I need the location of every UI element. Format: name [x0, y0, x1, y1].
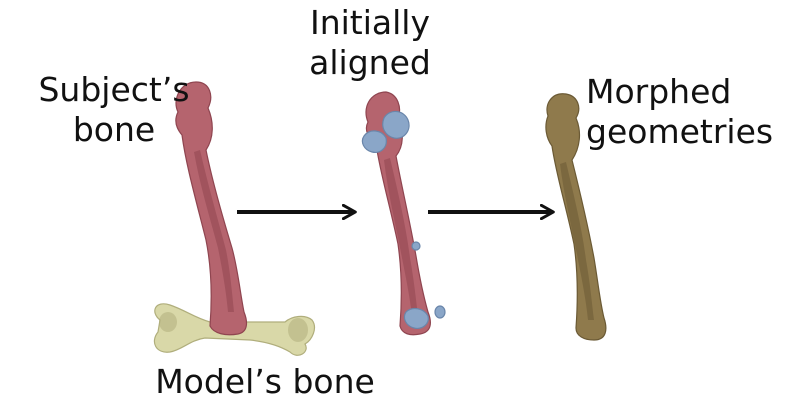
- aligned-patch-shaft: [412, 242, 420, 250]
- initially-aligned-label: Initially aligned: [300, 3, 440, 83]
- model-bone-label-text: Model’s bone: [130, 362, 400, 402]
- subject-bone-label-line1: Subject’s: [16, 70, 212, 110]
- aligned-patch-distal: [404, 309, 428, 329]
- initially-aligned-label-line1: Initially: [300, 3, 440, 43]
- morphed-geometries-label-line2: geometries: [586, 112, 773, 152]
- morphed-geometries-label-line1: Morphed: [586, 72, 773, 112]
- aligned-patch-neck: [362, 131, 386, 152]
- aligned-patch-head: [383, 111, 409, 138]
- initially-aligned-label-line2: aligned: [300, 43, 440, 83]
- morphed-geometries-label: Morphed geometries: [586, 72, 773, 152]
- subject-bone-label: Subject’s bone: [16, 70, 212, 150]
- model-bone-label: Model’s bone: [130, 362, 400, 402]
- subject-bone-label-line2: bone: [16, 110, 212, 150]
